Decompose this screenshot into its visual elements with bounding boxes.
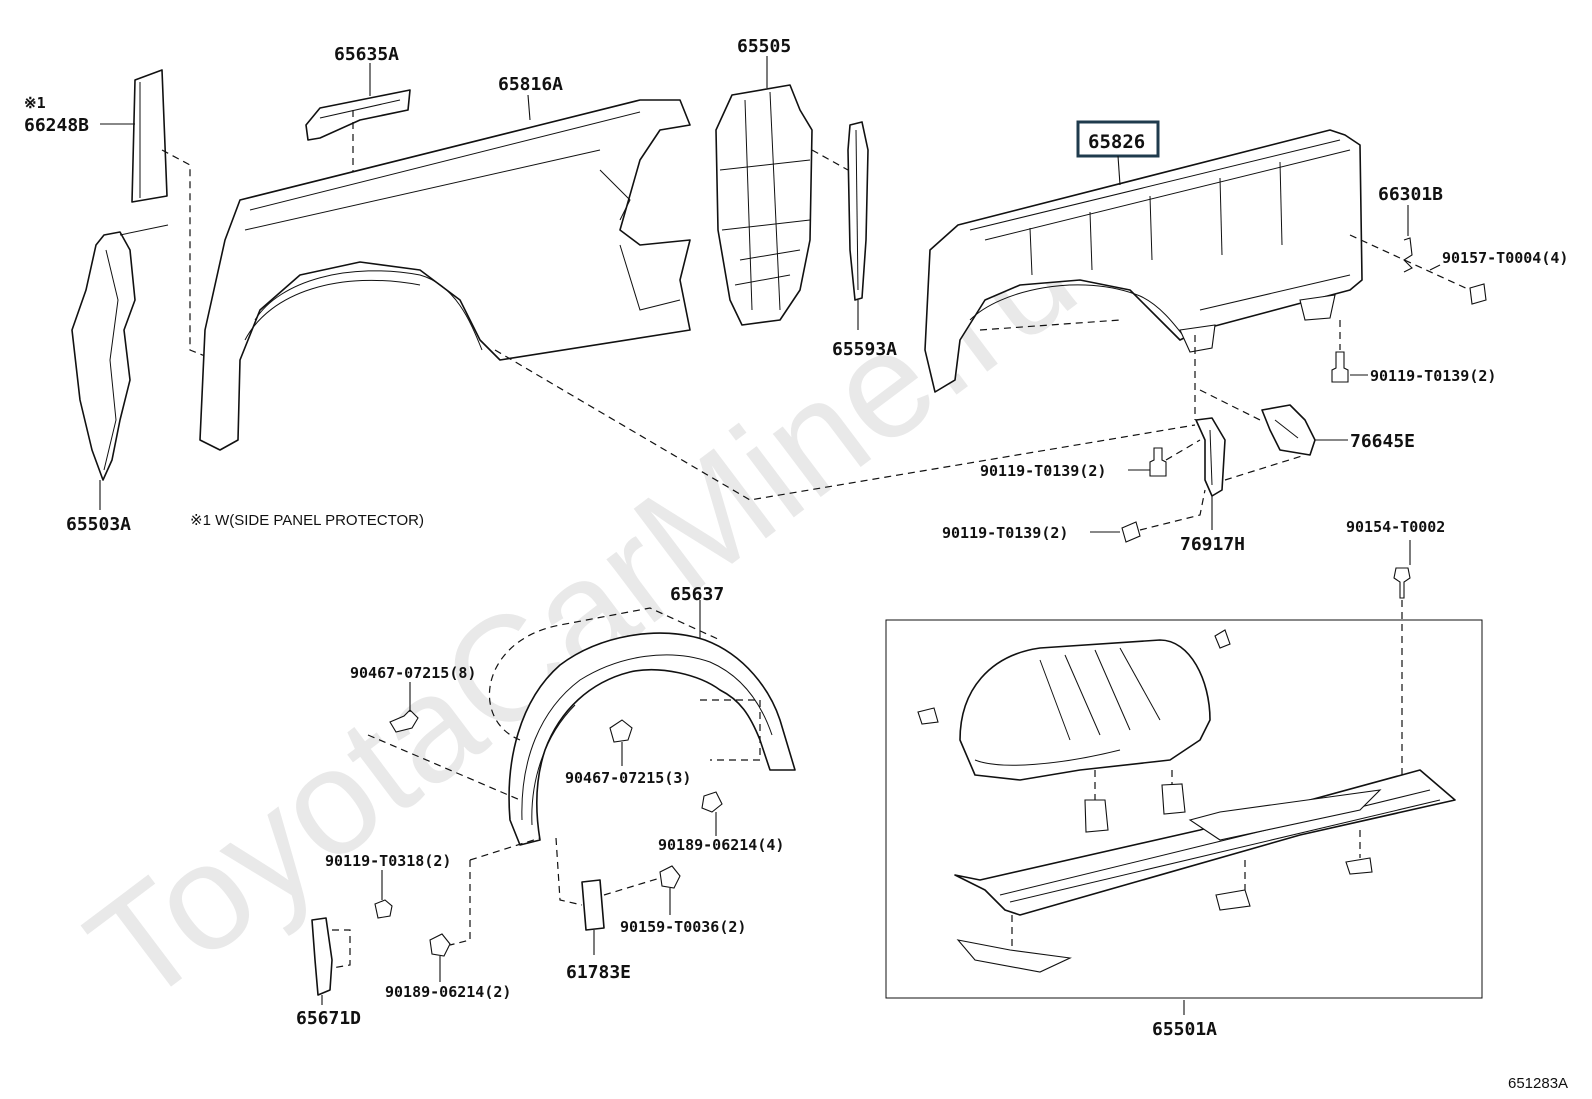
label-65593A[interactable]: 65593A (832, 339, 897, 360)
label-90467b[interactable]: 90467-07215(3) (565, 769, 691, 787)
part-65501A-drawing[interactable] (917, 629, 1456, 973)
part-65826-drawing[interactable] (924, 129, 1363, 393)
label-90157[interactable]: 90157-T0004(4) (1442, 249, 1568, 267)
part-76645E-drawing[interactable] (1261, 404, 1316, 456)
part-90119-bolt-right[interactable] (1331, 351, 1349, 383)
label-65501A[interactable]: 65501A (1152, 1019, 1217, 1040)
part-66248B-drawing[interactable] (131, 69, 168, 203)
label-90119c[interactable]: 90119-T0139(2) (942, 524, 1068, 542)
label-65637[interactable]: 65637 (670, 584, 724, 605)
part-90154-bolt[interactable] (1393, 567, 1411, 599)
label-90119a[interactable]: 90119-T0139(2) (1370, 367, 1496, 385)
part-90119-bolt-mid[interactable] (1149, 447, 1167, 477)
label-65826[interactable]: 65826 (1088, 131, 1145, 153)
part-76917H-drawing[interactable] (1195, 417, 1226, 497)
label-76645E[interactable]: 76645E (1350, 431, 1415, 452)
label-90154[interactable]: 90154-T0002 (1346, 518, 1445, 536)
label-90119d[interactable]: 90119-T0318(2) (325, 852, 451, 870)
part-65505-drawing[interactable] (715, 84, 813, 326)
label-65635A[interactable]: 65635A (334, 44, 399, 65)
part-90189-clip-right[interactable] (701, 791, 723, 813)
part-65671D-drawing[interactable] (311, 917, 333, 996)
label-65505[interactable]: 65505 (737, 36, 791, 57)
label-65671D[interactable]: 65671D (296, 1008, 361, 1029)
part-90159-bolt[interactable] (659, 865, 681, 889)
label-90189b[interactable]: 90189-06214(2) (385, 983, 511, 1001)
part-90467-clip-left[interactable] (389, 709, 419, 733)
part-90119-bolt-low[interactable] (1121, 521, 1141, 543)
part-65637-drawing[interactable] (508, 632, 796, 846)
label-61783E[interactable]: 61783E (566, 962, 631, 983)
part-61783E-drawing[interactable] (581, 879, 605, 931)
label-90119b[interactable]: 90119-T0139(2) (980, 462, 1106, 480)
label-66301B[interactable]: 66301B (1378, 184, 1443, 205)
part-90189-clip-low[interactable] (429, 933, 451, 957)
part-65593A-drawing[interactable] (847, 121, 869, 301)
part-90467-clip-mid[interactable] (609, 719, 633, 743)
label-90189a[interactable]: 90189-06214(4) (658, 836, 784, 854)
part-65503A-drawing[interactable] (71, 224, 169, 481)
part-90157-screw[interactable] (1469, 283, 1487, 305)
figure-code: 651283A (1508, 1075, 1568, 1092)
label-90467a[interactable]: 90467-07215(8) (350, 664, 476, 682)
part-66301B-drawing[interactable] (1403, 237, 1413, 273)
side-panel-note: ※1 W(SIDE PANEL PROTECTOR) (190, 512, 424, 529)
part-90119-bolt-liner[interactable] (374, 899, 393, 919)
label-76917H[interactable]: 76917H (1180, 534, 1245, 555)
part-65816A-drawing[interactable] (199, 99, 691, 451)
label-66248B-mark: ※1 (24, 94, 46, 112)
label-66248B[interactable]: 66248B (24, 115, 89, 136)
part-65635A-drawing[interactable] (305, 89, 411, 141)
label-65503A[interactable]: 65503A (66, 514, 131, 535)
label-65816A[interactable]: 65816A (498, 74, 563, 95)
label-90159[interactable]: 90159-T0036(2) (620, 918, 746, 936)
assembly-65501A-box (885, 619, 1483, 999)
